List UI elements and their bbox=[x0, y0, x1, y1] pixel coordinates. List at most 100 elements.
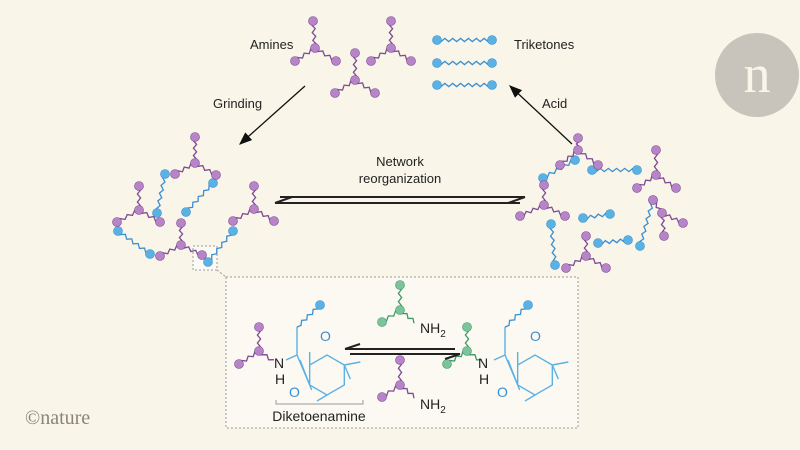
left-network-end bbox=[181, 207, 191, 217]
left-network-link bbox=[117, 230, 151, 254]
nature-logo-letter: n bbox=[744, 44, 771, 104]
diketoenamine-label: Diketoenamine bbox=[272, 408, 366, 424]
right-network-amine-end bbox=[671, 183, 681, 193]
left-network-amine-end bbox=[197, 250, 207, 260]
right-network-end bbox=[635, 241, 645, 251]
left-network-amine-center bbox=[249, 204, 259, 214]
amine-monomer-end bbox=[366, 56, 376, 66]
left-network-link bbox=[207, 229, 233, 263]
diketoenamine-right-tail bbox=[504, 303, 528, 328]
left-network-end bbox=[208, 178, 218, 188]
right-network-end bbox=[632, 165, 642, 175]
diketoenamine-bracket bbox=[275, 400, 364, 405]
left-network-amine-end bbox=[170, 169, 180, 179]
right-network-amine-end bbox=[555, 160, 565, 170]
right-network-amine-end bbox=[593, 160, 603, 170]
grinding-label: Grinding bbox=[213, 96, 262, 111]
right-network-amine-end bbox=[581, 231, 591, 241]
left-network-link bbox=[155, 173, 166, 214]
left-network-end bbox=[203, 257, 213, 267]
right-network-amine-end bbox=[632, 183, 642, 193]
amine-monomer-end bbox=[331, 56, 341, 66]
nature-logo bbox=[715, 33, 799, 117]
left-network-amine-end bbox=[155, 217, 165, 227]
free-amine-green-end bbox=[395, 280, 405, 290]
triketone-monomer-end bbox=[432, 58, 442, 68]
amine-monomer-end bbox=[330, 88, 340, 98]
amine-monomer-end bbox=[290, 56, 300, 66]
amines-label: Amines bbox=[250, 37, 294, 52]
triketone-monomer-link bbox=[436, 37, 493, 43]
diketoenamine-right-amine-end bbox=[462, 322, 472, 332]
left-network-amine-end bbox=[134, 181, 144, 191]
amine-monomer-end bbox=[350, 48, 360, 58]
h-label-left: H bbox=[275, 371, 285, 387]
diketoenamine-right-bond bbox=[493, 327, 506, 361]
free-amine-purple-end bbox=[377, 392, 387, 402]
right-network-end bbox=[593, 238, 603, 248]
nature-credit: ©nature bbox=[25, 407, 90, 429]
network-label-line1: Network bbox=[376, 154, 424, 169]
right-network-amine-end bbox=[651, 145, 661, 155]
right-network-amine-end bbox=[573, 133, 583, 143]
left-network-amine-center bbox=[176, 240, 186, 250]
n-label-left: N bbox=[274, 355, 284, 371]
o-label-left-top: O bbox=[320, 328, 331, 344]
left-network-amine-end bbox=[176, 218, 186, 228]
diketoenamine-left-amine-end bbox=[254, 322, 264, 332]
right-network-amine-center bbox=[573, 145, 583, 155]
right-network-amine-center bbox=[581, 251, 591, 261]
right-network-end bbox=[550, 260, 560, 270]
triketones-label: Triketones bbox=[514, 37, 575, 52]
right-network-amine-end bbox=[560, 211, 570, 221]
left-network-link bbox=[186, 182, 214, 214]
diketoenamine-right-double-bond bbox=[504, 354, 521, 391]
diketoenamine-left-substituents bbox=[308, 352, 361, 402]
left-network-amine-end bbox=[269, 216, 279, 226]
right-network-amine-end bbox=[601, 263, 611, 273]
diketoenamine-right-tail-end bbox=[523, 300, 533, 310]
right-network-end bbox=[570, 155, 580, 165]
equilibrium-arrows bbox=[274, 196, 526, 204]
right-network-end bbox=[605, 209, 615, 219]
triketone-monomer-link bbox=[436, 60, 493, 66]
amine-monomer-end bbox=[406, 56, 416, 66]
free-amine-green-center bbox=[395, 305, 405, 315]
left-network-amine-end bbox=[155, 251, 165, 261]
diketoenamine-left-bond bbox=[285, 327, 298, 361]
right-network-amine-end bbox=[515, 211, 525, 221]
amine-monomer-end bbox=[370, 88, 380, 98]
diketoenamine-left-tail bbox=[296, 303, 320, 328]
acid-arrow bbox=[509, 85, 573, 145]
left-network-end bbox=[152, 208, 162, 218]
left-network-end bbox=[145, 249, 155, 259]
amine-monomer-end bbox=[386, 16, 396, 26]
left-network-end bbox=[160, 169, 170, 179]
left-network-amine-end bbox=[228, 216, 238, 226]
network-label-line2: reorganization bbox=[359, 171, 441, 186]
diketoenamine-left-amine-center bbox=[254, 346, 264, 356]
diketoenamine-left-amine-end bbox=[234, 359, 244, 369]
diketoenamine-left-tail-end bbox=[315, 300, 325, 310]
right-network-end bbox=[578, 213, 588, 223]
left-network-amine-end bbox=[211, 170, 221, 180]
right-network-amine-end bbox=[678, 218, 688, 228]
left-network-end bbox=[113, 226, 123, 236]
right-network-amine-end bbox=[561, 263, 571, 273]
right-network-amine-center bbox=[657, 208, 667, 218]
acid-label: Acid bbox=[542, 96, 567, 111]
amine-monomer-center bbox=[350, 75, 360, 85]
right-network-link bbox=[638, 199, 654, 247]
free-amine-purple-end bbox=[395, 355, 405, 365]
diketoenamine-right-amine-center bbox=[462, 346, 472, 356]
amine-monomer-center bbox=[386, 43, 396, 53]
right-network-amine-end bbox=[659, 231, 669, 241]
free-amine-green-end bbox=[377, 317, 387, 327]
right-network-amine-end bbox=[648, 195, 658, 205]
exchange-arrows bbox=[344, 343, 461, 360]
o-label-left-bottom: O bbox=[289, 384, 300, 400]
left-network-end bbox=[228, 226, 238, 236]
triketone-monomer-link bbox=[436, 82, 493, 88]
diketoenamine-right-amine-end bbox=[442, 359, 452, 369]
